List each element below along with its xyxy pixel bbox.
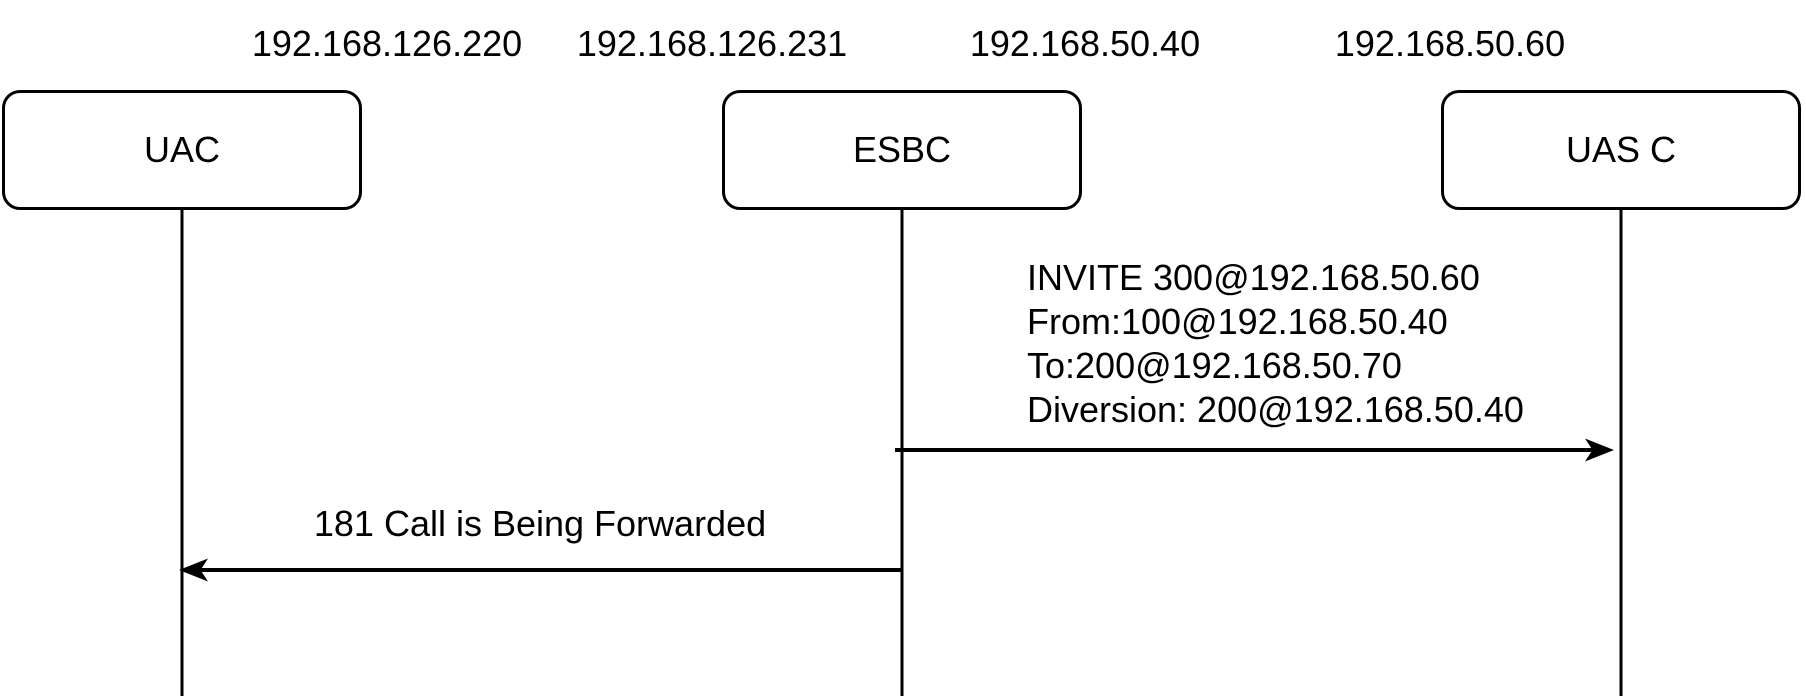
invite-line-to: To:200@192.168.50.70: [1027, 345, 1402, 386]
actor-label-uac: UAC: [143, 129, 220, 170]
invite-line-request: INVITE 300@192.168.50.60: [1027, 257, 1480, 298]
invite-line-from: From:100@192.168.50.40: [1027, 301, 1448, 342]
ip-label-uasc: 192.168.50.60: [1334, 23, 1566, 64]
actor-box-uasc: UAS C: [1441, 90, 1801, 210]
ip-label-uac: 192.168.126.220: [251, 23, 523, 64]
ip-label-esbc-inside: 192.168.126.231: [576, 23, 848, 64]
invite-line-diversion: Diversion: 200@192.168.50.40: [1027, 389, 1524, 430]
arrowhead-right-icon: [1585, 438, 1614, 462]
actor-box-uac: UAC: [2, 90, 362, 210]
actor-label-uasc: UAS C: [1565, 129, 1677, 170]
msg-181-label: 181 Call is Being Forwarded: [313, 503, 767, 544]
arrowhead-left-icon: [179, 558, 208, 582]
ip-label-esbc-outside: 192.168.50.40: [969, 23, 1201, 64]
actor-label-esbc: ESBC: [852, 129, 952, 170]
actor-box-esbc: ESBC: [722, 90, 1082, 210]
invite-message-text: INVITE 300@192.168.50.60 From:100@192.16…: [1027, 256, 1524, 432]
